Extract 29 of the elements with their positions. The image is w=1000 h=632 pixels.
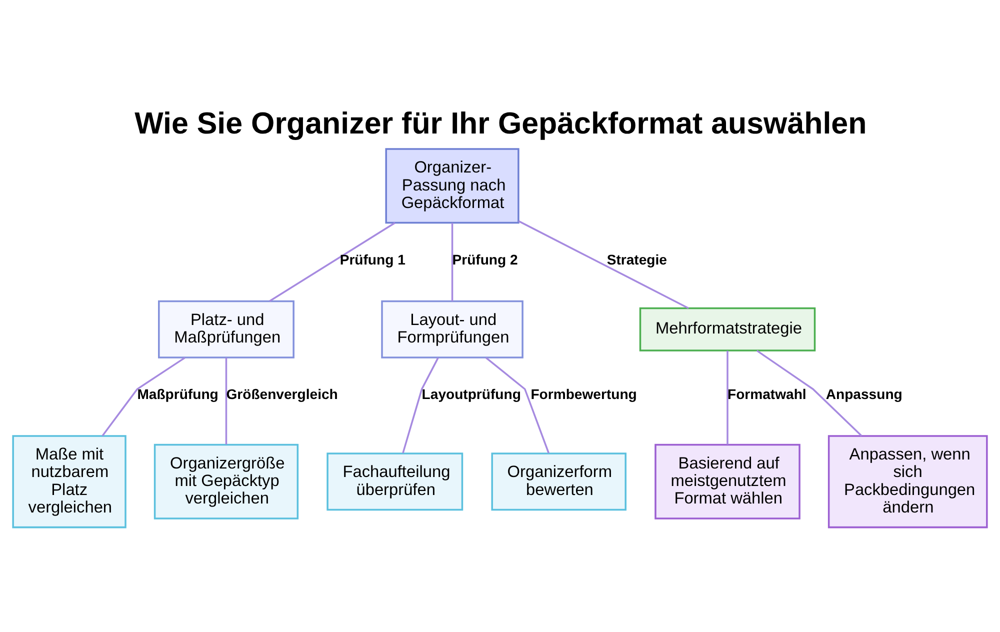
node-box: Organizerform bewerten: [491, 452, 626, 510]
connector: [269, 222, 396, 302]
node-box: Organizer-Passung nach Gepäckformat: [385, 148, 520, 224]
edge-label: Prüfung 1: [340, 251, 406, 267]
node-box: Maße mit nutzbarem Platz vergleichen: [12, 434, 126, 528]
connector: [485, 356, 550, 453]
edge-label: Anpassung: [826, 386, 902, 402]
connector: [402, 356, 439, 453]
edge-label: Strategie: [606, 251, 667, 267]
connector: [102, 356, 186, 436]
edge-label: Größenvergleich: [226, 386, 338, 402]
diagram-title: Wie Sie Organizer für Ihr Gepäckformat auswählen: [134, 106, 867, 140]
connector: [451, 222, 454, 301]
connector: [225, 357, 228, 444]
connector: [518, 220, 689, 309]
node-box: Layout- und Formprüfungen: [381, 300, 524, 358]
node-box: Organizergröße mit Gepäcktyp vergleichen: [154, 443, 299, 519]
edge-label: Formbewertung: [530, 386, 637, 402]
node-box: Mehrformatstrategie: [639, 306, 816, 351]
node-box: Fachaufteilung überprüfen: [326, 452, 464, 510]
connector: [726, 350, 728, 444]
edge-label: Formatwahl: [728, 386, 806, 402]
edge-label: Maßprüfung: [137, 386, 218, 402]
edge-label: Layoutprüfung: [422, 386, 521, 402]
node-box: Platz- und Maßprüfungen: [158, 300, 294, 358]
connector: [756, 349, 862, 436]
node-box: Anpassen, wenn sich Packbedingungen ändern: [828, 434, 988, 528]
edge-label: Prüfung 2: [452, 251, 518, 267]
node-box: Basierend auf meistgenutztem Format wählen: [654, 443, 800, 519]
